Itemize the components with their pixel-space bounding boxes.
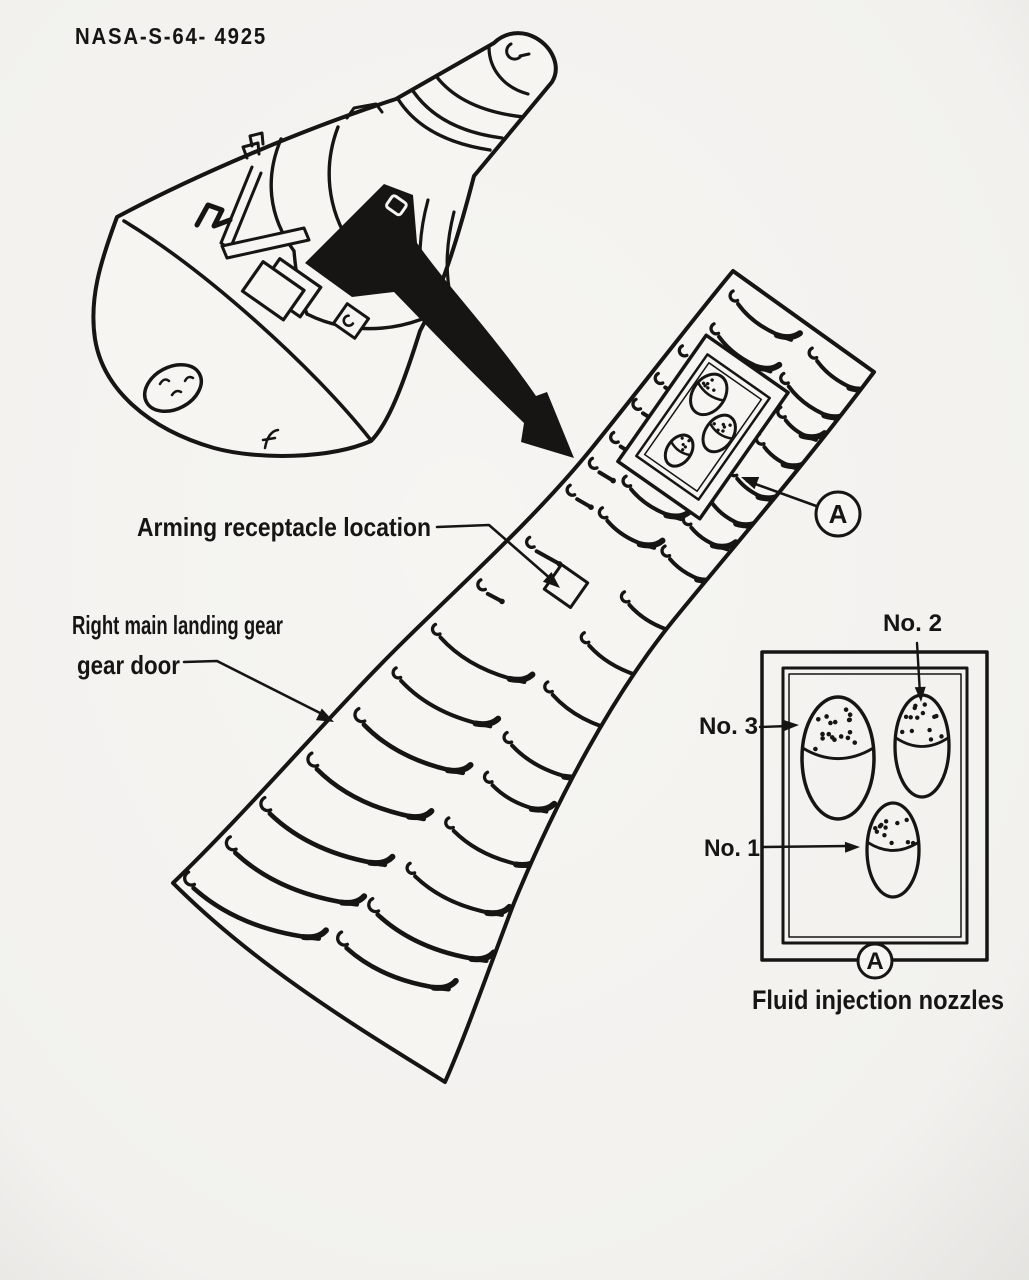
door-label-leader [182,659,328,718]
nozzle-1-label: No. 1 [704,835,760,862]
hatch-sill [220,226,311,260]
nozzle-3-label: No. 3 [699,713,758,740]
nozzle-2-label: No. 2 [883,610,942,637]
arming-receptacle-label: Arming receptacle location [137,512,431,542]
bracket-icon [194,202,233,229]
detail-marker-door-callout: A [814,490,862,538]
antenna-bump [345,102,384,120]
nose-band-1 [411,89,504,140]
nose-band-3 [396,97,492,152]
door-label-line1: Right main landing gear [72,610,283,640]
hatch-clasp [241,131,265,160]
arming-leader [435,523,554,582]
transfer-arrow [305,184,574,458]
small-access-box [331,302,371,340]
detail-marker-leader [745,479,821,509]
detail-marker-door: A [829,499,848,529]
detail-marker-label: A [866,948,883,975]
detail-inner-frame-2 [788,673,962,938]
nozzle-shapes [800,693,951,899]
door-label-line2: gear door [77,650,180,680]
detail-marker-circle-2 [856,942,894,980]
porthole-marks [158,375,195,397]
detail-view: A No. 2 No. 3 No. 1 Fluid injection nozz… [699,610,1004,1015]
figure-number: NASA-S-64- 4925 [75,23,267,49]
equipment-box [240,257,323,322]
heat-shield-rim [122,219,372,441]
nozzle-panel [616,333,790,521]
detail-caption: Fluid injection nozzles [752,985,1004,1015]
nozzle-1-leader [761,844,851,849]
arming-receptacle-in-bay [385,194,408,217]
f-mark [261,428,280,450]
detail-marker-circle [814,490,862,538]
nose-band-2 [434,74,525,119]
recovery-hook-icon [505,42,531,61]
nose-cap-rim [487,45,530,96]
porthole [142,362,204,414]
gear-door-drawing [171,269,876,1084]
